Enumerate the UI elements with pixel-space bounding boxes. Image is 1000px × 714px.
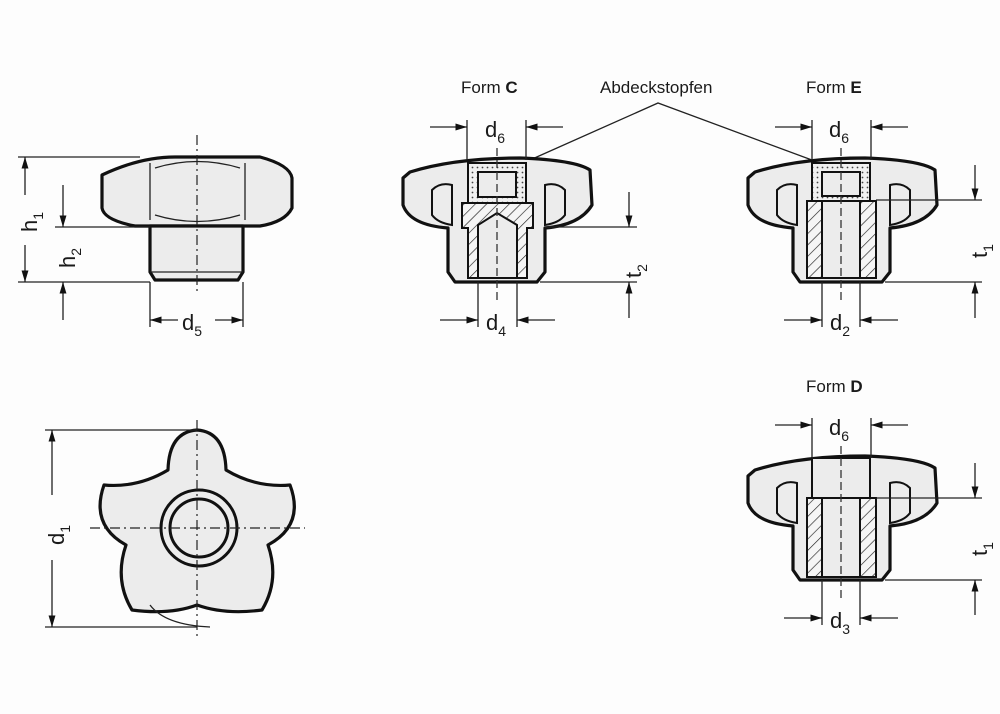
dim-d2: d2 bbox=[830, 310, 850, 339]
dim-d6-form-c: d6 bbox=[485, 117, 505, 146]
dim-d1: d1 bbox=[44, 525, 73, 545]
dim-h2: h2 bbox=[55, 248, 84, 268]
side-view: h1 h2 d5 bbox=[17, 135, 294, 339]
dim-t2: t2 bbox=[621, 264, 650, 278]
label-form-e: Form E bbox=[806, 78, 862, 97]
form-e-section: d6 d2 t1 bbox=[746, 117, 996, 339]
cover-plug-leader bbox=[529, 102, 821, 164]
label-form-c: Form C bbox=[461, 78, 518, 97]
label-form-d: Form D bbox=[806, 377, 863, 396]
dim-d3: d3 bbox=[830, 608, 850, 637]
dim-d6-form-e: d6 bbox=[829, 117, 849, 146]
top-view: d1 bbox=[44, 420, 305, 640]
dim-t1-form-d: t1 bbox=[967, 542, 996, 556]
dim-d6-form-d: d6 bbox=[829, 415, 849, 444]
dim-t1-form-e: t1 bbox=[967, 244, 996, 258]
form-d-section: d6 d3 t1 bbox=[746, 415, 996, 637]
label-cover-plug: Abdeckstopfen bbox=[600, 78, 712, 97]
dim-d5: d5 bbox=[182, 310, 202, 339]
dim-d4: d4 bbox=[486, 310, 506, 339]
form-c-section: d6 d4 t2 bbox=[401, 117, 650, 339]
dim-h1: h1 bbox=[17, 212, 46, 232]
